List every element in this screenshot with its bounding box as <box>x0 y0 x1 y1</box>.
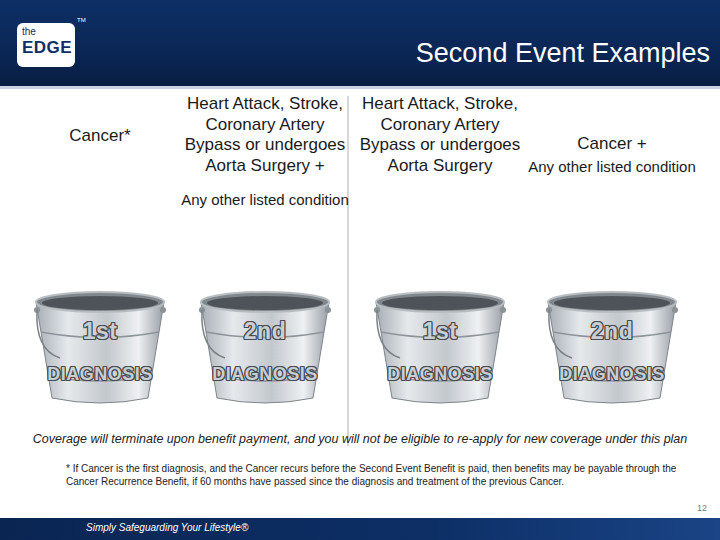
ordinal-label: 1st <box>350 318 530 345</box>
trademark: TM <box>77 17 86 23</box>
bucket-column: Heart Attack, Stroke, Coronary Artery By… <box>350 90 530 405</box>
bucket-column: Heart Attack, Stroke, Coronary Artery By… <box>175 90 355 405</box>
slogan: Simply Safeguarding Your Lifestyle® <box>86 522 248 533</box>
condition-subheading: Any other listed condition <box>527 158 697 176</box>
bucket-column: Cancer* 1stDIAGNOSIS <box>10 90 190 405</box>
coverage-note: Coverage will terminate upon benefit pay… <box>8 432 712 446</box>
condition-heading: Cancer + <box>527 134 697 155</box>
ordinal-label: 2nd <box>522 318 702 345</box>
condition-subheading: Any other listed condition <box>180 191 350 209</box>
condition-heading: Heart Attack, Stroke, Coronary Artery By… <box>180 94 350 177</box>
diagnosis-label: DIAGNOSIS <box>350 364 530 385</box>
ordinal-label: 1st <box>10 318 190 345</box>
header-rule <box>0 86 720 89</box>
diagnosis-label: DIAGNOSIS <box>522 364 702 385</box>
diagnosis-label: DIAGNOSIS <box>175 364 355 385</box>
logo-small: the <box>22 26 36 37</box>
condition-heading: Heart Attack, Stroke, Coronary Artery By… <box>355 94 525 177</box>
slide-title: Second Event Examples <box>416 38 710 69</box>
ordinal-label: 2nd <box>175 318 355 345</box>
page-number: 12 <box>697 503 707 513</box>
diagnosis-label: DIAGNOSIS <box>10 364 190 385</box>
footnote: * If Cancer is the first diagnosis, and … <box>66 463 678 488</box>
logo-word: EDGE <box>22 38 72 58</box>
column-divider <box>347 96 348 446</box>
condition-heading: Cancer* <box>15 126 185 147</box>
bucket-column: Cancer + Any other listed condition 2ndDIA… <box>522 90 702 405</box>
logo-plate <box>17 23 75 67</box>
